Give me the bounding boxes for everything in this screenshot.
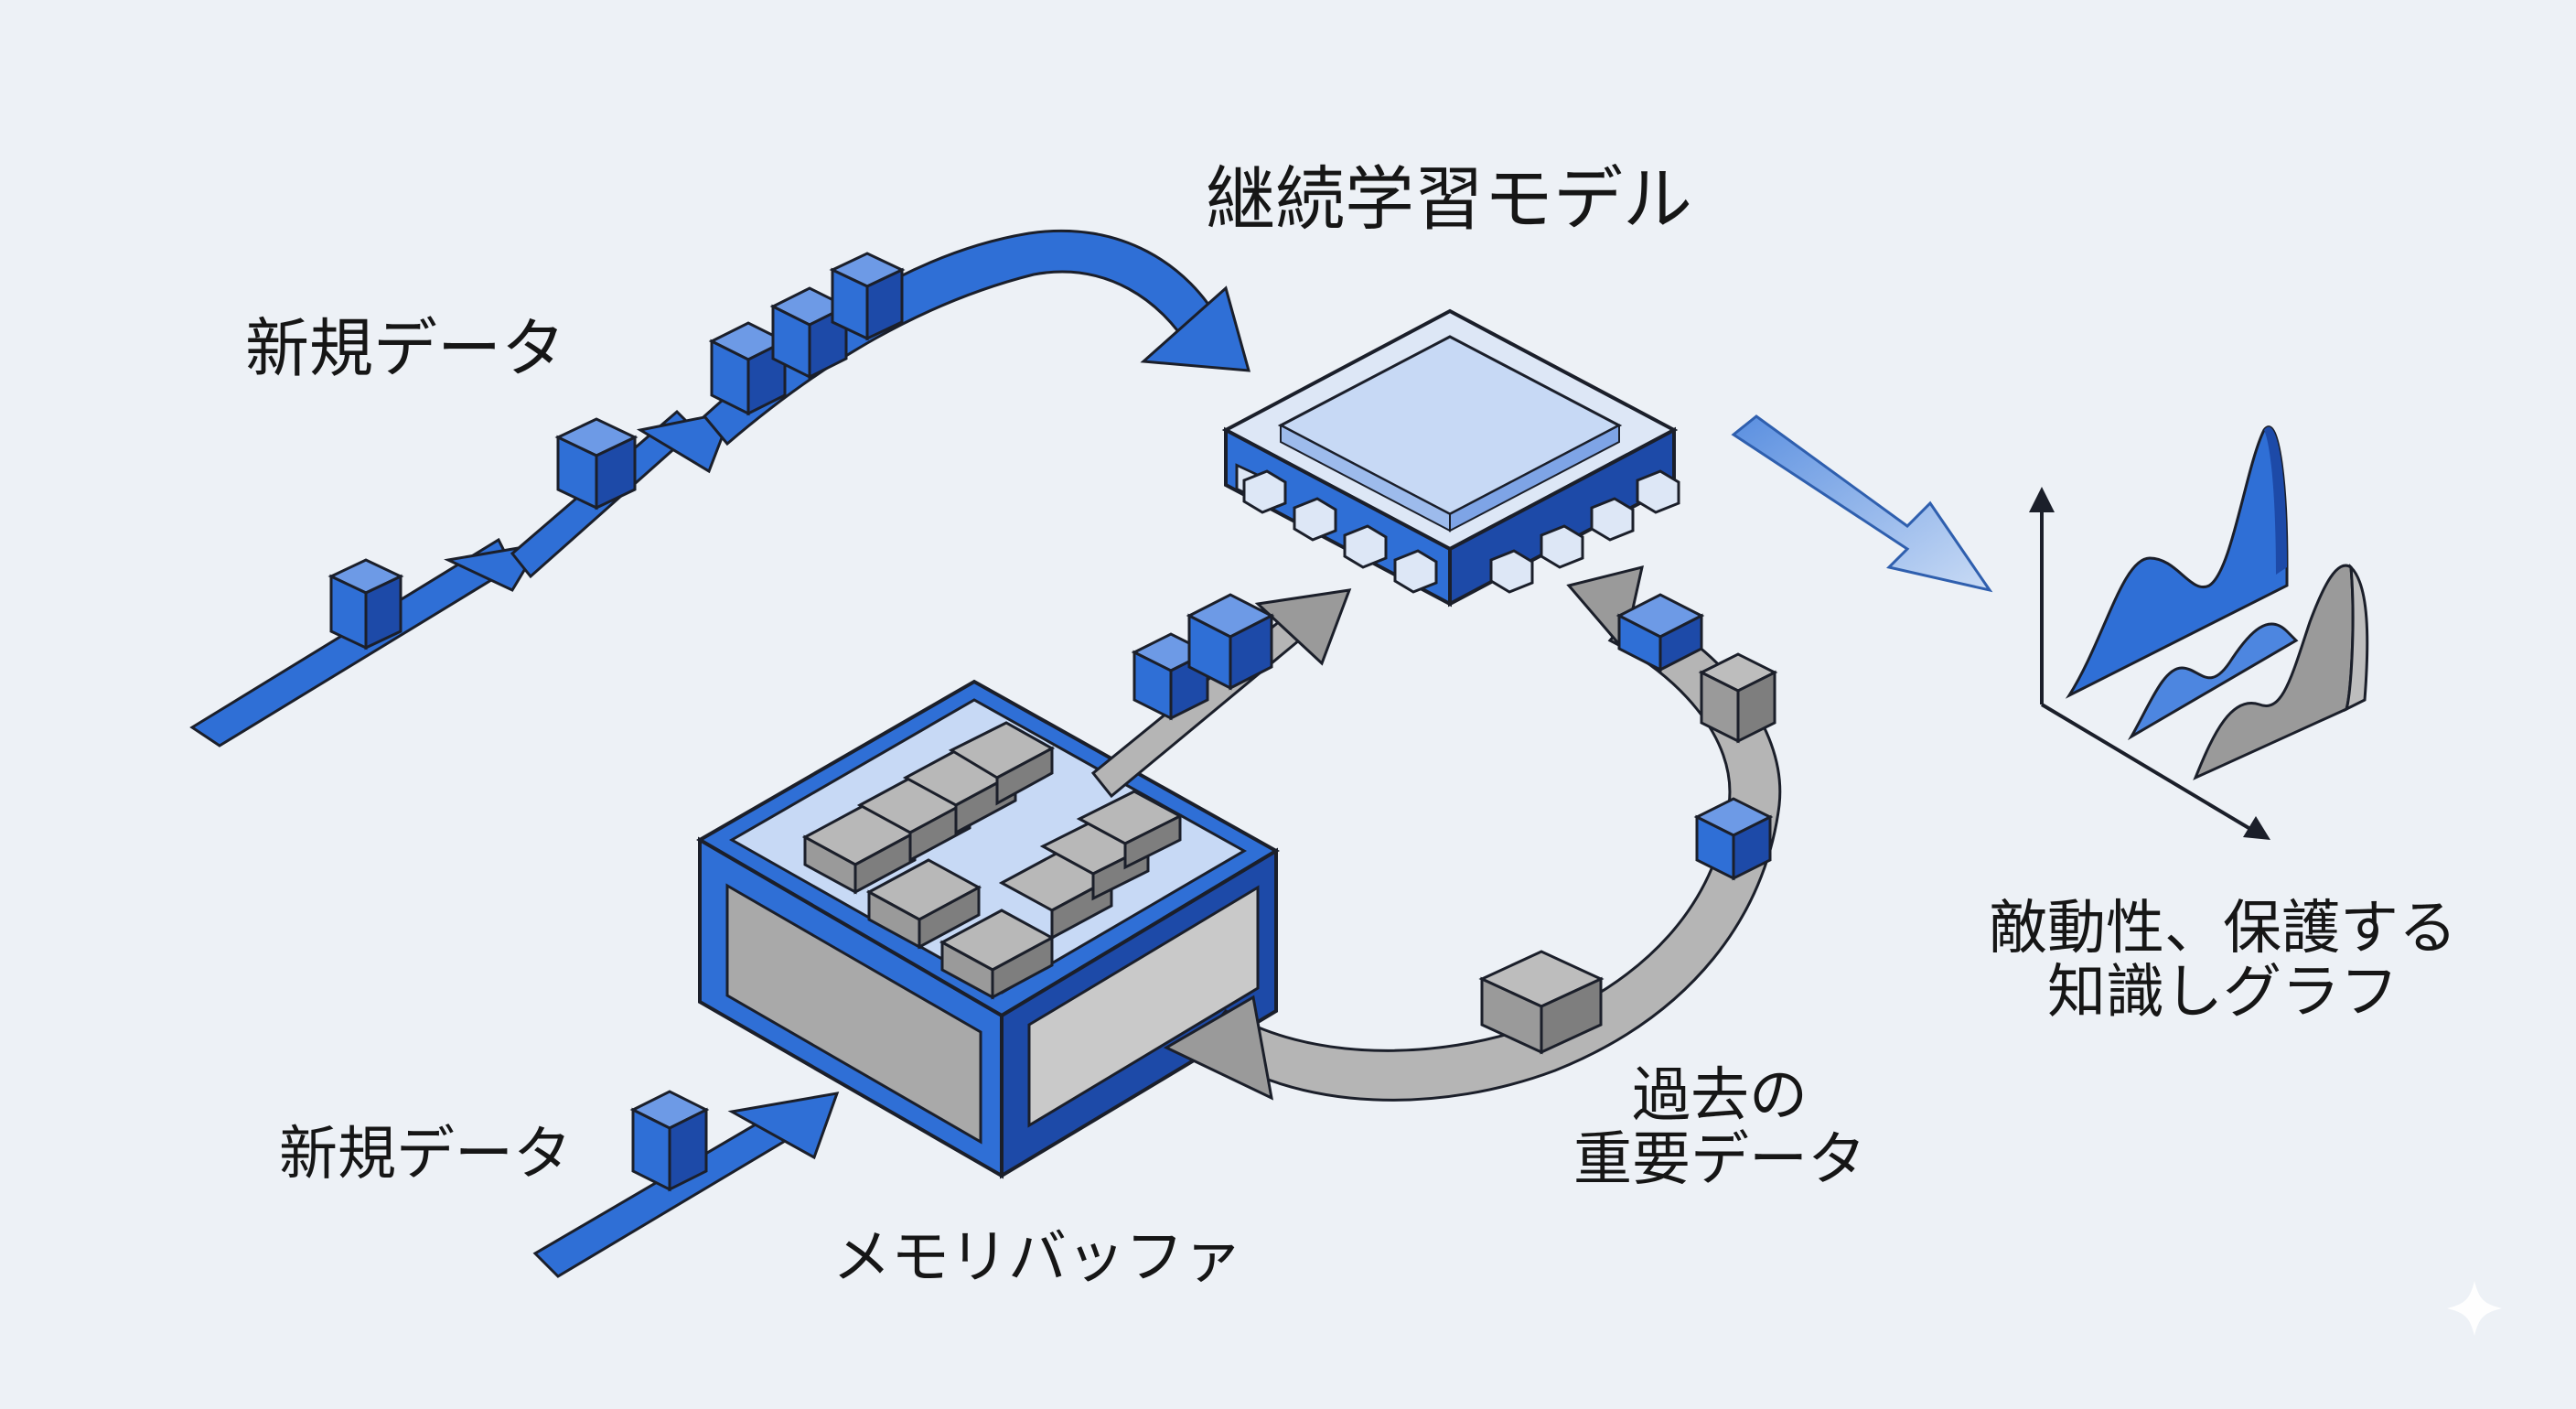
data-cube	[1698, 652, 1778, 744]
new-data-label-top: 新規データ	[245, 311, 565, 386]
model-title: 継続学習モデル	[1206, 158, 1692, 240]
data-cube	[1186, 593, 1275, 691]
top-data-stream	[189, 229, 1251, 748]
replay-stream	[1090, 588, 1352, 799]
past-data-label-line1: 過去の	[1632, 1062, 1808, 1130]
graph-label-line1: 敵動性、保護する	[1989, 895, 2457, 963]
top-stream-arrowhead	[1140, 285, 1251, 372]
top-stream-arrow-2	[636, 409, 735, 474]
data-cube	[1478, 950, 1605, 1055]
replay-arrowhead	[1254, 588, 1352, 666]
new-data-label-bottom: 新規データ	[279, 1121, 572, 1189]
bottom-stream-arrowhead	[727, 1092, 840, 1160]
graph-wave-blue-middle	[2127, 622, 2299, 741]
data-cube	[829, 252, 906, 341]
past-data-loop	[1163, 565, 1782, 1102]
data-cube	[629, 1090, 710, 1192]
data-cube	[554, 417, 639, 511]
data-cube	[1693, 797, 1774, 881]
data-cube	[769, 286, 850, 380]
model-chip	[1221, 308, 1680, 608]
data-cube	[1615, 593, 1705, 672]
graph-label-line2: 知識しグラフ	[2047, 959, 2399, 1027]
sparkle-icon	[2447, 1281, 2502, 1336]
graph-x-axis	[2040, 703, 2261, 836]
knowledge-graph	[2029, 425, 2369, 840]
memory-buffer-box	[696, 679, 1280, 1179]
output-arrow	[1731, 414, 1993, 593]
past-data-label-line2: 重要データ	[1573, 1126, 1866, 1194]
bottom-data-stream	[532, 1090, 840, 1278]
past-data-arrowhead-bottom	[1163, 995, 1274, 1101]
data-cube	[327, 558, 404, 651]
memory-buffer-label: メモリバッファ	[832, 1224, 1242, 1292]
